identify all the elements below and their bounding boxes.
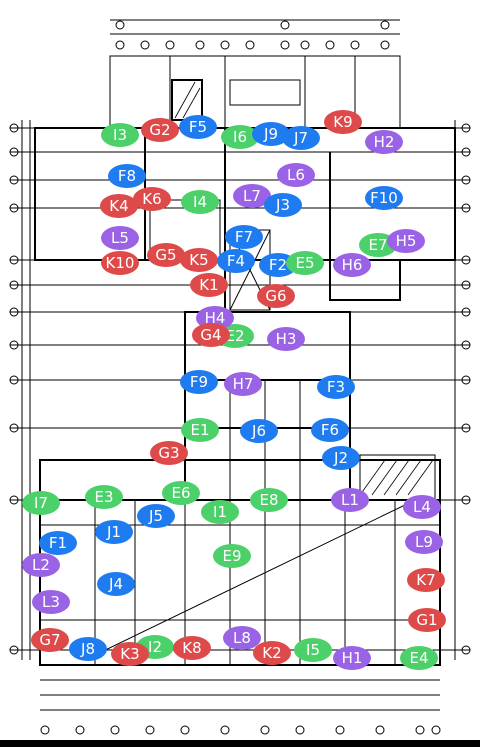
marker-i4[interactable]: I4 — [181, 190, 219, 214]
marker-f7[interactable]: F7 — [225, 225, 263, 249]
marker-i5[interactable]: I5 — [294, 638, 332, 662]
marker-f5[interactable]: F5 — [179, 115, 217, 139]
marker-f4[interactable]: F4 — [217, 249, 255, 273]
marker-l2[interactable]: L2 — [22, 553, 60, 577]
marker-g7[interactable]: G7 — [31, 628, 69, 652]
marker-g1[interactable]: G1 — [408, 608, 446, 632]
marker-k9[interactable]: K9 — [324, 110, 362, 134]
marker-h6[interactable]: H6 — [333, 253, 371, 277]
marker-g5[interactable]: G5 — [147, 243, 185, 267]
marker-f10[interactable]: F10 — [365, 186, 403, 210]
marker-j7[interactable]: J7 — [282, 126, 320, 150]
marker-k5[interactable]: K5 — [180, 248, 218, 272]
marker-g6[interactable]: G6 — [257, 284, 295, 308]
marker-h2[interactable]: H2 — [365, 130, 403, 154]
marker-e9[interactable]: E9 — [213, 544, 251, 568]
marker-f1[interactable]: F1 — [39, 531, 77, 555]
marker-l4[interactable]: L4 — [403, 495, 441, 519]
marker-f9[interactable]: F9 — [180, 370, 218, 394]
marker-l6[interactable]: L6 — [277, 163, 315, 187]
marker-h3[interactable]: H3 — [267, 327, 305, 351]
marker-e1[interactable]: E1 — [181, 418, 219, 442]
marker-k4[interactable]: K4 — [100, 194, 138, 218]
marker-i1[interactable]: I1 — [201, 500, 239, 524]
marker-l5[interactable]: L5 — [101, 226, 139, 250]
marker-j5[interactable]: J5 — [137, 504, 175, 528]
marker-k8[interactable]: K8 — [173, 636, 211, 660]
marker-e6[interactable]: E6 — [162, 481, 200, 505]
marker-k10[interactable]: K10 — [101, 251, 139, 275]
marker-k7[interactable]: K7 — [407, 568, 445, 592]
marker-j3[interactable]: J3 — [264, 193, 302, 217]
marker-h1[interactable]: H1 — [333, 646, 371, 670]
marker-g2[interactable]: G2 — [141, 118, 179, 142]
system-navigation-bar — [0, 740, 480, 747]
marker-k2[interactable]: K2 — [253, 641, 291, 665]
marker-e5[interactable]: E5 — [286, 251, 324, 275]
marker-e3[interactable]: E3 — [85, 485, 123, 509]
marker-e4[interactable]: E4 — [400, 646, 438, 670]
marker-k3[interactable]: K3 — [111, 642, 149, 666]
marker-k6[interactable]: K6 — [133, 187, 171, 211]
marker-j2[interactable]: J2 — [322, 446, 360, 470]
marker-j1[interactable]: J1 — [95, 520, 133, 544]
marker-f8[interactable]: F8 — [108, 164, 146, 188]
marker-f6[interactable]: F6 — [311, 418, 349, 442]
marker-g3[interactable]: G3 — [150, 441, 188, 465]
marker-h7[interactable]: H7 — [224, 372, 262, 396]
marker-g4[interactable]: G4 — [192, 323, 230, 347]
marker-i3[interactable]: I3 — [101, 123, 139, 147]
marker-i7[interactable]: I7 — [22, 491, 60, 515]
marker-l9[interactable]: L9 — [405, 530, 443, 554]
marker-f3[interactable]: F3 — [317, 375, 355, 399]
marker-j6[interactable]: J6 — [240, 419, 278, 443]
marker-l3[interactable]: L3 — [32, 590, 70, 614]
marker-h5[interactable]: H5 — [387, 229, 425, 253]
marker-e8[interactable]: E8 — [250, 488, 288, 512]
marker-j8[interactable]: J8 — [69, 637, 107, 661]
marker-j4[interactable]: J4 — [97, 572, 135, 596]
marker-l1[interactable]: L1 — [331, 488, 369, 512]
marker-k1[interactable]: K1 — [190, 273, 228, 297]
